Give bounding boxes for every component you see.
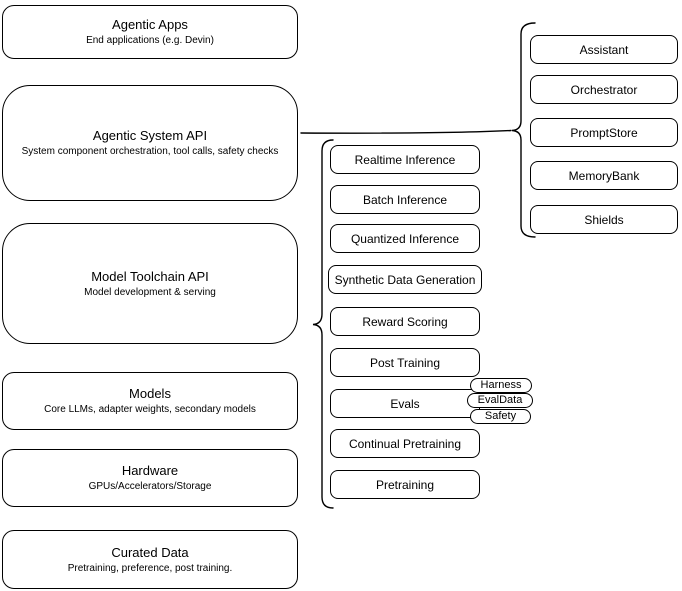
toolchain-box-post-training: Post Training <box>330 348 480 377</box>
box-title: Curated Data <box>111 544 189 560</box>
eval-tag-harness: Harness <box>470 378 532 393</box>
box-title: Agentic System API <box>92 128 208 143</box>
box-label: Shields <box>584 212 624 227</box>
models-box: Models Core LLMs, adapter weights, secon… <box>2 372 298 430</box>
toolchain-box-quantized-inference: Quantized Inference <box>330 224 480 253</box>
box-title: Model Toolchain API <box>91 268 209 284</box>
agentic-apps-box: Agentic Apps End applications (e.g. Devi… <box>2 5 298 59</box>
box-label: PromptStore <box>570 125 638 140</box>
toolchain-box-continual-pretraining: Continual Pretraining <box>330 429 480 458</box>
box-subtitle: End applications (e.g. Devin) <box>86 35 214 46</box>
component-box-assistant: Assistant <box>530 35 678 64</box>
eval-tag-evaldata: EvalData <box>467 393 533 408</box>
box-label: Pretraining <box>375 477 435 492</box>
toolchain-box-synthetic-data-generation: Synthetic Data Generation <box>328 265 482 294</box>
agentic-system-api-box: Agentic System API System component orch… <box>2 85 298 201</box>
component-box-orchestrator: Orchestrator <box>530 75 678 104</box>
model-toolchain-api-box: Model Toolchain API Model development & … <box>2 223 298 344</box>
box-label: MemoryBank <box>568 168 640 183</box>
tag-label: Safety <box>484 410 517 422</box>
box-subtitle: GPUs/Accelerators/Storage <box>88 481 212 492</box>
system-api-connector <box>300 129 512 134</box>
component-box-promptstore: PromptStore <box>530 118 678 147</box>
box-subtitle: Pretraining, preference, post training. <box>67 562 233 574</box>
box-title: Agentic Apps <box>112 17 188 32</box>
box-label: Synthetic Data Generation <box>334 272 476 287</box>
box-label: Reward Scoring <box>362 314 448 329</box>
component-box-memorybank: MemoryBank <box>530 161 678 190</box>
box-title: Models <box>129 386 171 401</box>
box-title: Hardware <box>121 463 179 478</box>
box-label: Orchestrator <box>570 82 638 97</box>
toolchain-box-batch-inference: Batch Inference <box>330 185 480 214</box>
box-label: Assistant <box>579 42 629 57</box>
box-label: Quantized Inference <box>350 231 460 246</box>
eval-tag-safety: Safety <box>470 409 531 424</box>
toolchain-box-realtime-inference: Realtime Inference <box>330 145 480 174</box>
box-subtitle: System component orchestration, tool cal… <box>21 146 279 157</box>
box-label: Realtime Inference <box>354 152 456 167</box>
toolchain-box-evals: Evals <box>330 389 480 418</box>
toolchain-box-pretraining: Pretraining <box>330 470 480 499</box>
tag-label: Harness <box>480 379 522 391</box>
toolchain-brace <box>312 139 334 509</box>
hardware-box: Hardware GPUs/Accelerators/Storage <box>2 449 298 507</box>
components-brace <box>511 22 536 238</box>
component-box-shields: Shields <box>530 205 678 234</box>
curated-data-box: Curated Data Pretraining, preference, po… <box>2 530 298 589</box>
box-label: Evals <box>390 396 420 411</box>
box-subtitle: Model development & serving <box>84 286 216 298</box>
box-subtitle: Core LLMs, adapter weights, secondary mo… <box>44 404 256 415</box>
box-label: Batch Inference <box>362 192 448 207</box>
tag-label: EvalData <box>477 394 523 406</box>
toolchain-box-reward-scoring: Reward Scoring <box>330 307 480 336</box>
box-label: Post Training <box>369 355 441 370</box>
box-label: Continual Pretraining <box>348 436 462 451</box>
